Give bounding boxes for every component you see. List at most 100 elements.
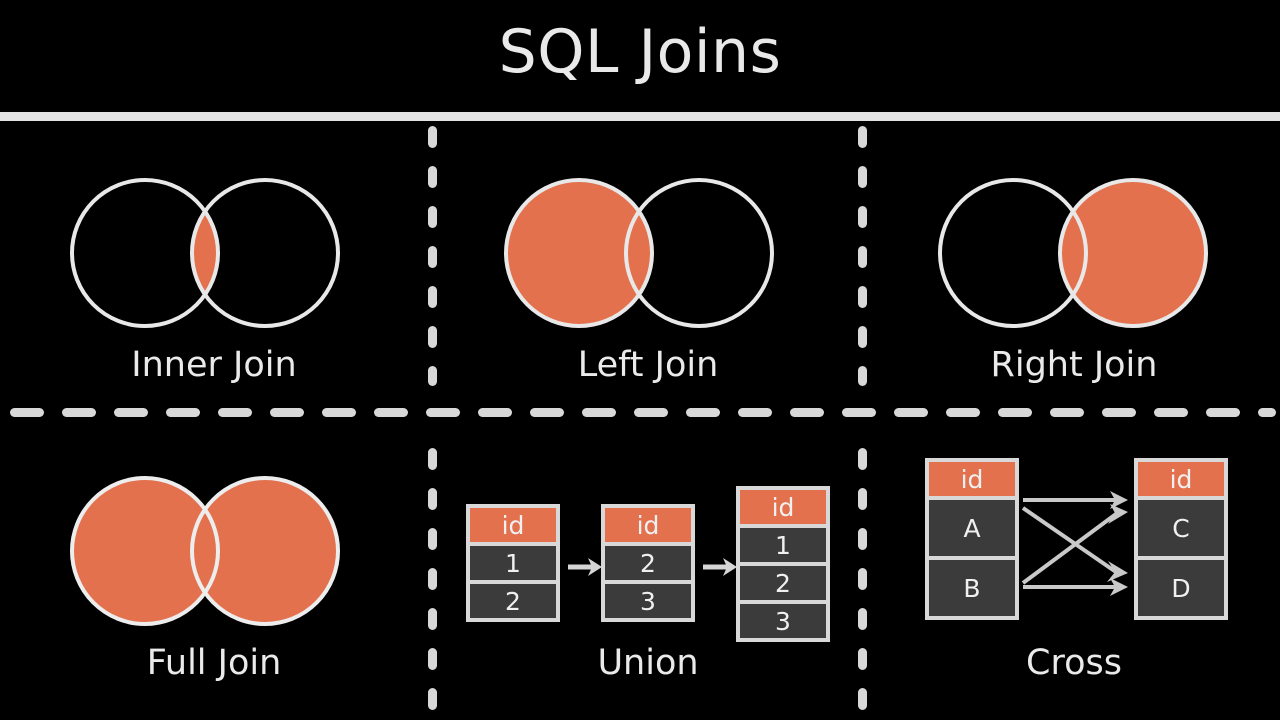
venn-circle-right-filled (192, 478, 338, 624)
cell-label-union: Union (597, 643, 699, 683)
vertical-divider-top-left (428, 126, 437, 386)
divider-dash (858, 166, 867, 188)
divider-dash (1154, 408, 1188, 417)
cell-union: id 1 2 id 2 3 id 1 (438, 428, 858, 718)
arrow-right-icon (568, 558, 602, 576)
row-separator (605, 542, 691, 546)
divider-dash (1258, 408, 1276, 417)
divider-dash (428, 448, 437, 470)
page-title: SQL Joins (498, 17, 782, 87)
venn-circle-left (938, 178, 1088, 328)
row-separator (1138, 496, 1224, 500)
divider-dash (858, 286, 867, 308)
divider-dash (114, 408, 148, 417)
table-header-cell: id (1138, 462, 1224, 496)
divider-dash (428, 206, 437, 228)
union-table-2: id 2 3 (601, 504, 695, 622)
arrow-a-to-c (1023, 491, 1128, 509)
union-table-1: id 1 2 (466, 504, 560, 622)
vertical-divider-bottom-right (858, 448, 867, 716)
divider-dash (946, 408, 980, 417)
divider-dash (270, 408, 304, 417)
row-separator (605, 580, 691, 584)
divider-dash (858, 206, 867, 228)
cell-label-full-join: Full Join (146, 643, 282, 683)
divider-dash (858, 608, 867, 630)
divider-dash (858, 366, 867, 386)
divider-dash (530, 408, 564, 417)
venn-diagram-right-join (938, 178, 1208, 328)
row-separator (1138, 556, 1224, 560)
divider-dash (10, 408, 44, 417)
divider-dash (428, 286, 437, 308)
divider-dash (428, 568, 437, 590)
divider-dash (478, 408, 512, 417)
table-header-cell: id (740, 490, 826, 524)
title-underline-rule (0, 112, 1280, 121)
cell-label-inner-join: Inner Join (131, 345, 297, 385)
venn-diagram-left-join (504, 178, 774, 328)
union-table-result: id 1 2 3 (736, 486, 830, 642)
row-separator (740, 524, 826, 528)
divider-dash (322, 408, 356, 417)
vertical-divider-bottom-left (428, 448, 437, 716)
venn-circle-right (624, 178, 774, 328)
venn-circle-right-filled (1060, 180, 1206, 326)
arrow-b-to-d (1023, 578, 1128, 596)
cell-full-join: Full Join (0, 428, 428, 718)
divider-dash (998, 408, 1032, 417)
table-header-cell: id (605, 508, 691, 542)
divider-dash (1206, 408, 1240, 417)
table-row: C (1138, 500, 1224, 556)
divider-dash (738, 408, 772, 417)
divider-dash (634, 408, 668, 417)
arrow-b-to-c (1021, 504, 1128, 585)
divider-dash (858, 648, 867, 670)
divider-dash (858, 326, 867, 348)
cell-inner-join: Inner Join (0, 130, 428, 405)
cell-left-join: Left Join (438, 130, 858, 405)
divider-dash (894, 408, 928, 417)
row-separator (929, 496, 1015, 500)
divider-dash (858, 448, 867, 470)
arrow-a-to-d (1021, 506, 1128, 582)
divider-dash (858, 688, 867, 710)
divider-dash (428, 166, 437, 188)
divider-dash (858, 568, 867, 590)
table-row: 3 (740, 604, 826, 638)
venn-circle-left-outline (504, 178, 654, 328)
row-separator (470, 542, 556, 546)
divider-dash (166, 408, 200, 417)
divider-dash (428, 528, 437, 550)
cell-label-right-join: Right Join (990, 345, 1158, 385)
table-header-cell: id (929, 462, 1015, 496)
cell-label-left-join: Left Join (577, 345, 719, 385)
arrow-right-icon (703, 558, 737, 576)
horizontal-divider (0, 408, 1280, 417)
divider-dash (428, 326, 437, 348)
venn-diagram-full-join (70, 476, 340, 626)
row-separator (740, 600, 826, 604)
venn-circle-right-outline (190, 476, 340, 626)
venn-circle-right (190, 178, 340, 328)
cross-table-left: id A B (925, 458, 1019, 620)
cell-cross: id A B (868, 428, 1280, 718)
divider-dash (62, 408, 96, 417)
divider-dash (428, 688, 437, 710)
table-row: D (1138, 560, 1224, 616)
divider-dash (842, 408, 876, 417)
table-row: 1 (740, 528, 826, 562)
divider-dash (428, 366, 437, 386)
cross-table-right: id C D (1134, 458, 1228, 620)
divider-dash (858, 528, 867, 550)
row-separator (740, 562, 826, 566)
table-row: 2 (470, 584, 556, 618)
cell-right-join: Right Join (868, 130, 1280, 405)
venn-circle-left-filled (72, 478, 218, 624)
table-row: 1 (470, 546, 556, 580)
venn-circle-left-outline (70, 476, 220, 626)
cross-join-arrows (1021, 491, 1128, 596)
table-row: 2 (740, 566, 826, 600)
cell-label-cross: Cross (1026, 643, 1122, 683)
